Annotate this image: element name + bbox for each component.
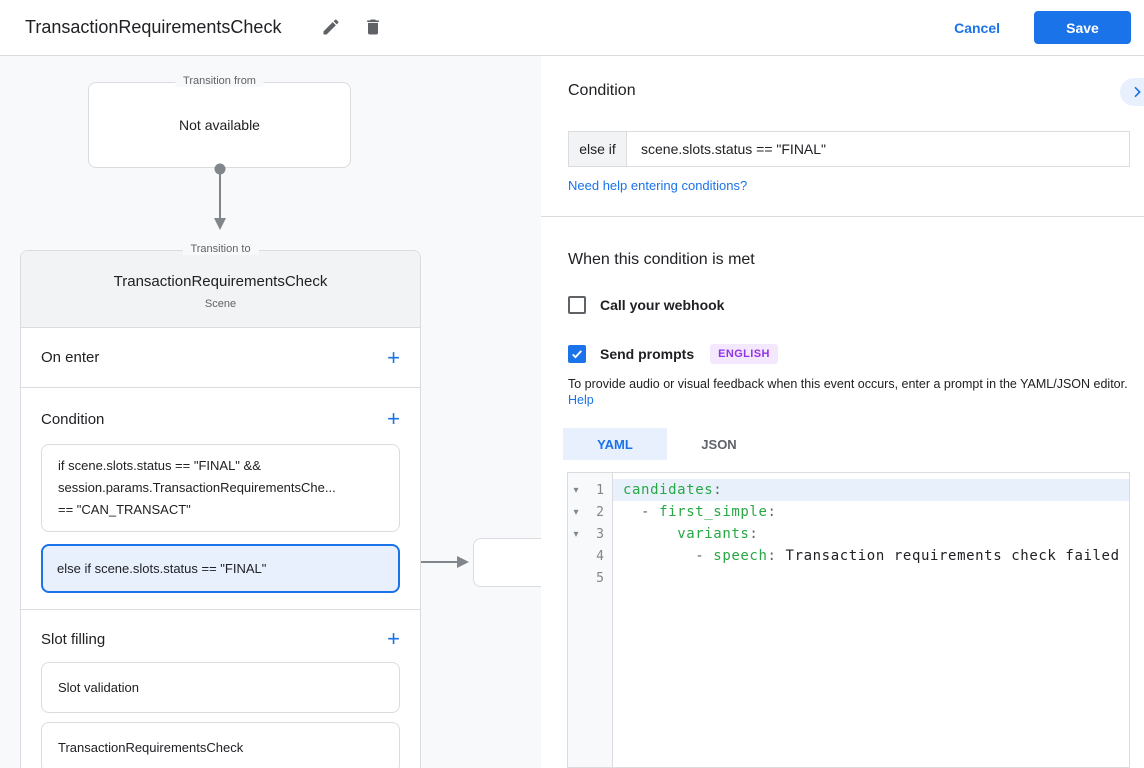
- delete-icon[interactable]: [363, 17, 385, 39]
- transition-target-box[interactable]: [473, 538, 541, 587]
- prompt-help-link[interactable]: Help: [568, 393, 594, 407]
- condition-text: else if scene.slots.status == "FINAL": [57, 560, 267, 576]
- on-enter-label: On enter: [41, 349, 100, 366]
- code-line: ▾ 3 variants:: [568, 523, 1129, 545]
- conditions-help-link[interactable]: Need help entering conditions?: [568, 178, 748, 193]
- transition-from-box: Transition from Not available: [88, 75, 351, 168]
- on-enter-section: On enter +: [21, 328, 420, 388]
- condition-panel: Condition else if Need help entering con…: [541, 56, 1144, 768]
- prompt-description: To provide audio or visual feedback when…: [568, 376, 1133, 408]
- slot-filling-section: Slot filling + Slot validation Transacti…: [21, 610, 420, 768]
- condition-box-if[interactable]: if scene.slots.status == "FINAL" && sess…: [41, 444, 400, 532]
- edit-icon[interactable]: [321, 17, 343, 39]
- send-prompts-checkbox[interactable]: [568, 345, 586, 363]
- slot-validation-box[interactable]: Slot validation: [41, 662, 400, 713]
- fold-toggle-icon[interactable]: ▾: [573, 506, 579, 518]
- scene-card-header[interactable]: TransactionRequirementsCheck Scene: [21, 251, 420, 328]
- collapse-panel-button[interactable]: [1120, 78, 1144, 106]
- send-prompts-row: Send prompts ENGLISH: [568, 344, 778, 364]
- tab-json[interactable]: JSON: [701, 436, 737, 452]
- condition-box-else-if-selected[interactable]: else if scene.slots.status == "FINAL": [41, 544, 400, 593]
- fold-toggle-icon[interactable]: ▾: [573, 484, 579, 496]
- code-line: 5: [568, 567, 1129, 589]
- code-line: ▾ 2 - first_simple:: [568, 501, 1129, 523]
- editor-tabs: YAML JSON: [563, 428, 771, 460]
- line-number: 5: [596, 570, 604, 586]
- tab-yaml[interactable]: YAML: [563, 428, 667, 460]
- topbar: TransactionRequirementsCheck Cancel Save: [0, 0, 1144, 56]
- slot-box-label: Slot validation: [58, 680, 139, 695]
- call-webhook-label: Call your webhook: [600, 297, 725, 313]
- page-title: TransactionRequirementsCheck: [25, 17, 282, 37]
- when-condition-met-heading: When this condition is met: [568, 251, 755, 268]
- transition-to-legend: Transition to: [182, 243, 259, 255]
- scene-card: Transition to TransactionRequirementsChe…: [20, 243, 421, 768]
- slot-box-label: TransactionRequirementsCheck: [58, 740, 244, 755]
- webhook-row: Call your webhook: [568, 296, 724, 314]
- transition-from-content: Not available: [179, 117, 260, 133]
- condition-line: session.params.TransactionRequirementsCh…: [58, 480, 336, 495]
- line-number: 1: [596, 482, 604, 498]
- panel-divider: [541, 216, 1144, 217]
- scene-subtitle: Scene: [204, 298, 237, 310]
- condition-line: if scene.slots.status == "FINAL" &&: [58, 458, 261, 473]
- save-button[interactable]: Save: [1034, 11, 1131, 44]
- add-slot-button plus-icon[interactable]: +: [387, 626, 400, 651]
- call-webhook-checkbox[interactable]: [568, 296, 586, 314]
- scene-title: TransactionRequirementsCheck: [113, 273, 328, 290]
- add-condition-button plus-icon[interactable]: +: [387, 406, 400, 431]
- code-line: 4 - speech: Transaction requirements che…: [568, 545, 1129, 567]
- line-number: 4: [596, 548, 604, 564]
- prompt-description-text: To provide audio or visual feedback when…: [568, 377, 1128, 391]
- panel-heading: Condition: [568, 82, 636, 99]
- transition-from-legend: Transition from: [175, 75, 264, 87]
- checkmark-icon: [572, 350, 582, 359]
- condition-expression-input[interactable]: [627, 132, 1129, 166]
- condition-label: Condition: [41, 410, 105, 428]
- code-line: ▾ 1 candidates:: [568, 479, 1129, 501]
- yaml-code-editor[interactable]: ▾ 1 candidates: ▾ 2 - first_simple: ▾: [567, 472, 1130, 768]
- add-on-enter-button plus-icon[interactable]: +: [387, 344, 400, 370]
- cancel-button[interactable]: Cancel: [954, 19, 1000, 36]
- chevron-right-icon: [1134, 86, 1141, 98]
- else-if-prefix: else if: [569, 132, 627, 166]
- condition-section: Condition + if scene.slots.status == "FI…: [21, 388, 420, 610]
- down-arrow-icon: [214, 163, 226, 230]
- slot-filling-label: Slot filling: [41, 630, 106, 648]
- condition-line: == "CAN_TRANSACT": [58, 502, 191, 517]
- editor-gutter: [568, 473, 613, 767]
- line-number: 2: [596, 504, 604, 520]
- fold-toggle-icon[interactable]: ▾: [573, 528, 579, 540]
- language-badge: ENGLISH: [710, 344, 778, 364]
- condition-input-group: else if: [568, 131, 1130, 167]
- send-prompts-label: Send prompts: [600, 346, 695, 362]
- flow-canvas: Transition from Not available Transition…: [0, 56, 541, 768]
- slot-transaction-box[interactable]: TransactionRequirementsCheck: [41, 722, 400, 768]
- line-number: 3: [596, 526, 604, 542]
